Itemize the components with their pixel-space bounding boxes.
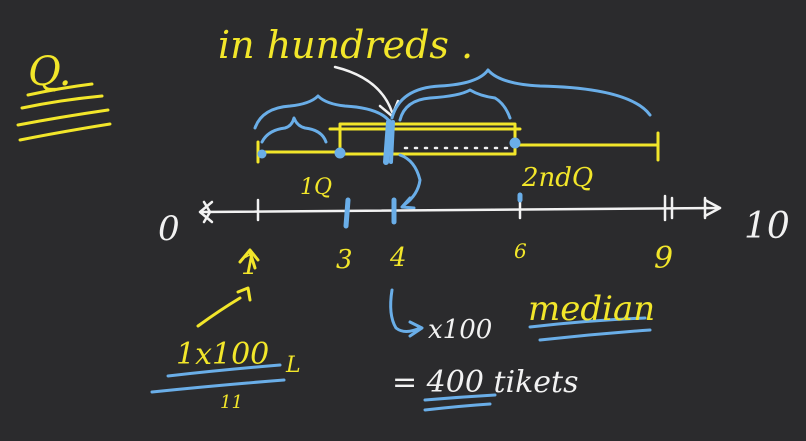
calc-left-sub: 11 xyxy=(220,392,243,413)
number-line-highlights xyxy=(343,192,523,229)
calc-mid: x100 xyxy=(428,315,492,345)
tickets-value: = 400 tikets xyxy=(392,365,579,400)
tick-label-3: 3 xyxy=(336,245,353,275)
calc-left-suffix: L xyxy=(285,353,301,378)
brace-annotations xyxy=(253,68,652,338)
tick-label-6: 6 xyxy=(514,239,527,263)
number-line-end-label: 10 xyxy=(744,206,790,247)
calc-left: 1x100 xyxy=(176,337,269,372)
number-line xyxy=(198,194,722,224)
calc-underlines xyxy=(150,316,652,412)
number-line-start-label: 0 xyxy=(158,209,180,249)
tick-label-1: 1 xyxy=(241,248,259,281)
title-note: in hundreds . xyxy=(218,23,473,67)
pointer-arrows xyxy=(196,248,260,328)
text-layer: Q. in hundreds . 1Q 2ndQ 0 10 1 3 4 6 9 … xyxy=(28,23,790,413)
tick-label-4: 4 xyxy=(389,243,407,273)
first-quartile-label: 1Q xyxy=(300,175,332,200)
question-underlines xyxy=(16,82,112,142)
second-quartile-label: 2ndQ xyxy=(521,163,593,193)
median-word: median xyxy=(528,289,655,329)
box-plot xyxy=(256,122,660,164)
question-label: Q. xyxy=(28,49,72,95)
tick-label-9: 9 xyxy=(654,241,673,276)
